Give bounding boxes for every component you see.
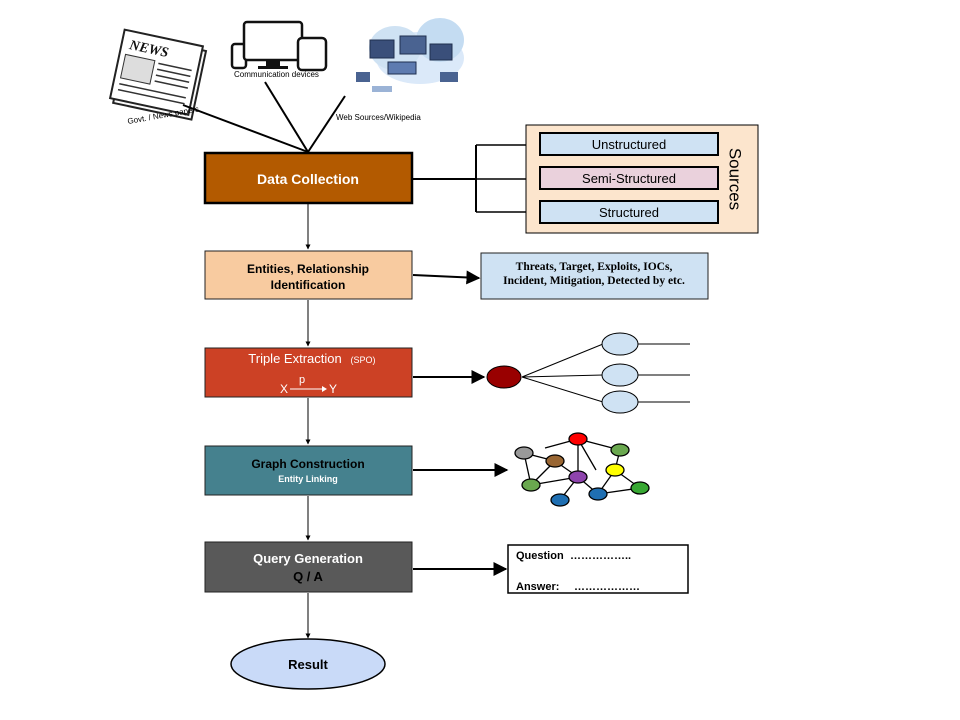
unstructured-label: Unstructured — [592, 137, 666, 152]
communication-devices-icon — [230, 20, 328, 72]
entities-label-line1: Entities, Relationship — [247, 262, 369, 276]
entities-box: Entities, Relationship Identification — [204, 250, 413, 300]
knowledge-graph-illustration — [514, 432, 650, 507]
result-ellipse: Result — [230, 638, 386, 690]
subject-node — [486, 365, 522, 389]
triple-extraction-box: Triple Extraction (SPO) X p Y — [204, 347, 413, 398]
qa-box: Question …………….. Answer: ……………… — [507, 544, 689, 594]
sources-panel: Sources Unstructured Semi-Structured Str… — [525, 124, 759, 234]
query-generation-box: Query Generation Q / A — [204, 541, 413, 593]
unstructured-box — [539, 132, 719, 156]
structured-box — [539, 200, 719, 224]
object-node-2 — [601, 363, 639, 387]
triple-p: p — [299, 374, 305, 386]
triple-title: Triple Extraction — [248, 351, 341, 366]
graph-sub: Entity Linking — [278, 474, 338, 484]
query-sub: Q / A — [293, 569, 323, 584]
triple-fanout — [486, 332, 690, 414]
structured-label: Structured — [599, 205, 659, 220]
entity-types-line1: Threats, Target, Exploits, IOCs, — [516, 261, 673, 273]
devices-connector — [264, 81, 309, 153]
graph-construction-box: Graph Construction Entity Linking — [204, 445, 413, 496]
web-label: Web Sources/Wikipedia — [336, 113, 421, 122]
data-collection-label: Data Collection — [257, 171, 359, 187]
result-label: Result — [288, 657, 328, 672]
question-dots: …………….. — [570, 550, 631, 562]
answer-dots: ……………… — [574, 581, 640, 593]
newspaper-icon: NEWS — [108, 28, 208, 121]
entity-types-line2: Incident, Mitigation, Detected by etc. — [503, 275, 685, 287]
triple-y: Y — [329, 382, 337, 396]
web-cloud-icon — [356, 18, 464, 92]
semi-structured-box — [539, 166, 719, 190]
devices-label: Communication devices — [234, 70, 319, 79]
web-connector — [307, 95, 346, 153]
object-node-3 — [601, 390, 639, 414]
query-title: Query Generation — [253, 551, 363, 566]
triple-spo: (SPO) — [350, 355, 375, 365]
news-connector — [182, 104, 309, 153]
question-label: Question — [516, 550, 564, 562]
answer-label: Answer: — [516, 581, 559, 593]
object-node-1 — [601, 332, 639, 356]
entities-label-line2: Identification — [271, 278, 346, 292]
data-collection-box: Data Collection — [203, 151, 414, 205]
sources-title: Sources — [726, 148, 745, 210]
triple-x: X — [280, 382, 288, 396]
entity-types-box: Threats, Target, Exploits, IOCs, Inciden… — [480, 252, 709, 300]
arrow-entities-to-types — [412, 270, 481, 285]
semi-structured-label: Semi-Structured — [582, 171, 676, 186]
graph-title: Graph Construction — [251, 457, 364, 471]
